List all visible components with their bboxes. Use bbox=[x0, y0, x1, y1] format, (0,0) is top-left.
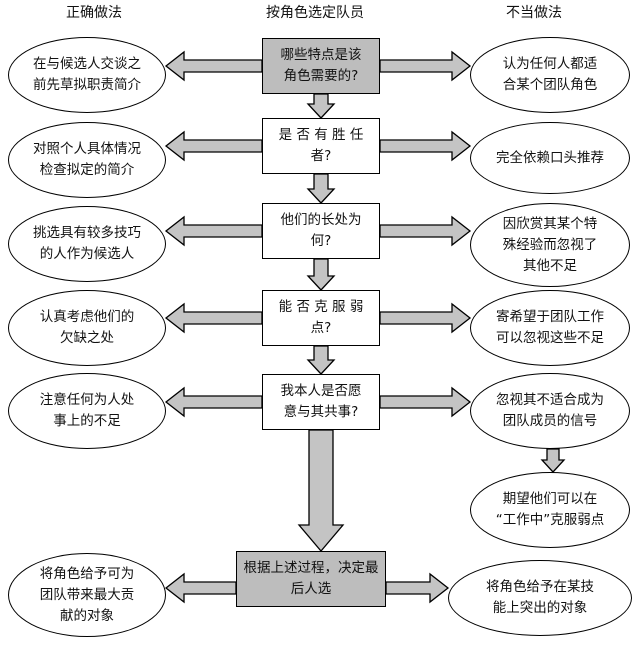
improper-practice-5: 忽视其不适合成为 团队成员的信号 bbox=[470, 373, 630, 449]
correct-practice-6: 将角色给予可为 团队带来最大贡 献的对象 bbox=[8, 553, 166, 637]
correct-practice-1: 在与候选人交谈之 前先草拟职责简介 bbox=[8, 37, 166, 113]
header-improper-practice: 不当做法 bbox=[506, 5, 562, 21]
improper-practice-extra: 期望他们可以在 “工作中”克服弱点 bbox=[470, 472, 630, 548]
arrow-right-3 bbox=[379, 215, 472, 247]
improper-practice-4: 寄希望于团队工作 可以忽视这些不足 bbox=[470, 290, 630, 366]
improper-practice-3: 因欣赏其某个特 殊经验而忽视了 其他不足 bbox=[470, 203, 630, 287]
arrow-right-2 bbox=[379, 130, 472, 162]
correct-practice-4: 认真考虑他们的 欠缺之处 bbox=[8, 290, 166, 366]
final-decision-box: 根据上述过程，决定最 后人选 bbox=[236, 551, 386, 607]
correct-practice-5: 注意任何为人处 事上的不足 bbox=[8, 373, 166, 449]
arrow-right-1 bbox=[379, 50, 472, 82]
arrow-left-4 bbox=[164, 302, 263, 334]
correct-practice-2: 对照个人具体情况 检查拟定的简介 bbox=[8, 122, 166, 198]
flow-arrow-3 bbox=[306, 258, 336, 291]
flow-arrow-right-extra bbox=[540, 448, 566, 473]
flow-arrow-2 bbox=[306, 173, 336, 204]
arrow-left-3 bbox=[164, 215, 263, 247]
step-box-overcome-weakness: 能 否 克 服 弱 点? bbox=[262, 290, 380, 346]
arrow-left-5 bbox=[164, 386, 263, 418]
flow-arrow-4 bbox=[306, 345, 336, 375]
header-correct-practice: 正确做法 bbox=[66, 5, 122, 21]
flow-arrow-1 bbox=[306, 93, 336, 119]
arrow-right-5 bbox=[379, 386, 472, 418]
improper-practice-1: 认为任何人都适 合某个团队角色 bbox=[470, 37, 630, 113]
improper-practice-2: 完全依赖口头推荐 bbox=[470, 122, 630, 194]
arrow-left-final bbox=[164, 572, 237, 604]
step-box-willing-to-work: 我本人是否愿 意与其共事? bbox=[262, 374, 380, 430]
arrow-right-4 bbox=[379, 302, 472, 334]
improper-practice-6: 将角色给予在某技 能上突出的对象 bbox=[448, 560, 632, 636]
arrow-right-final bbox=[385, 572, 450, 604]
header-select-members: 按角色选定队员 bbox=[266, 5, 364, 21]
flow-arrow-5 bbox=[297, 429, 345, 553]
correct-practice-3: 挑选具有较多技巧 的人作为候选人 bbox=[8, 206, 166, 282]
arrow-left-2 bbox=[164, 130, 263, 162]
arrow-left-1 bbox=[164, 50, 263, 82]
step-box-required-traits: 哪些特点是该 角色需要的? bbox=[262, 38, 380, 94]
step-box-qualified-candidate: 是 否 有 胜 任 者? bbox=[262, 118, 380, 174]
step-box-strengths: 他们的长处为 何? bbox=[262, 203, 380, 259]
